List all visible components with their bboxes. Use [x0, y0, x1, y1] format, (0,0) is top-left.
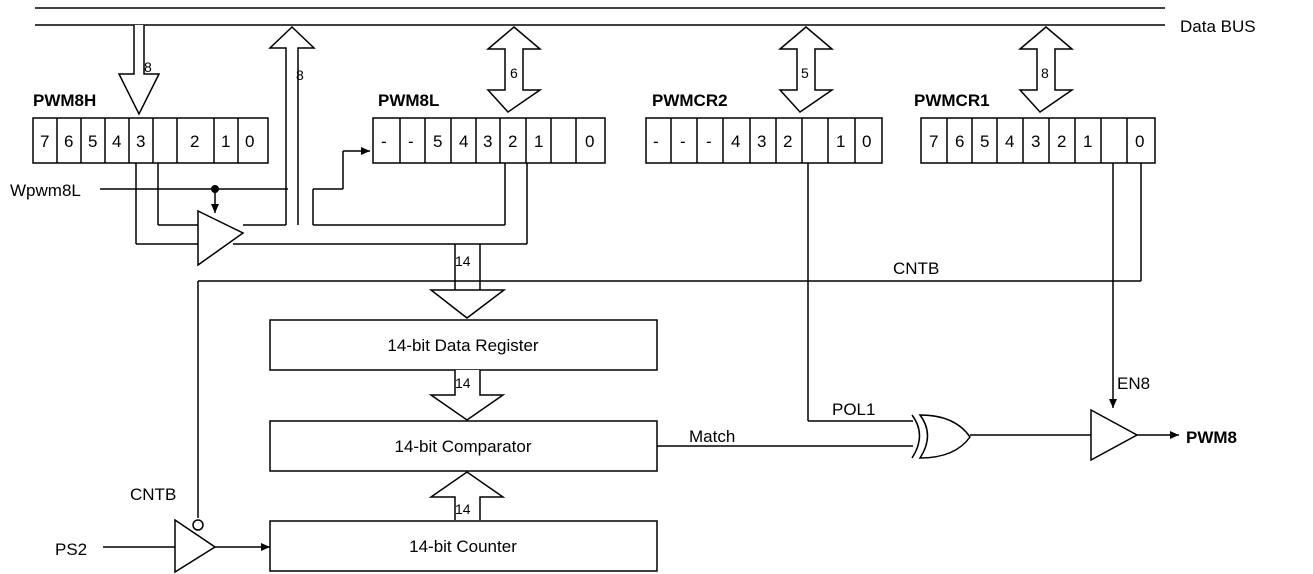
pwmcr2-bit: 1	[836, 132, 845, 151]
ps2-label: PS2	[55, 540, 87, 559]
pwm8l-title: PWM8L	[378, 91, 439, 110]
pwm8h-bit: 0	[245, 132, 254, 151]
comparator-label: 14-bit Comparator	[394, 437, 531, 456]
pwm8l-bit: -	[408, 132, 414, 151]
pwmcr1-bit: 6	[955, 132, 964, 151]
pwm8l-bit: 2	[508, 132, 517, 151]
pwmcr1-bit: 2	[1057, 132, 1066, 151]
pwm8l-width: 6	[510, 65, 518, 81]
pwm8h-bit: 5	[88, 132, 97, 151]
wpwm8l-label: Wpwm8L	[10, 181, 81, 200]
data-bus-label: Data BUS	[1180, 17, 1256, 36]
pwmcr2-bit: 0	[862, 132, 871, 151]
pwmcr1-bus-arrow	[1017, 26, 1075, 113]
pwm8h-bit: 7	[40, 132, 49, 151]
en8-label: EN8	[1117, 374, 1150, 393]
pwm8l-register: - - 5 4 3 2 1 0	[372, 117, 606, 164]
pwmcr2-bit: 2	[783, 132, 792, 151]
pwm8h-bit: 2	[190, 132, 199, 151]
reg-to-comparator-arrow	[428, 370, 506, 421]
pwmcr1-bit: 0	[1135, 132, 1144, 151]
pwmcr2-bus-arrow	[777, 26, 835, 113]
pwm8h-bit: 4	[112, 132, 121, 151]
pwmcr1-register: 7 6 5 4 3 2 1 0	[920, 117, 1156, 164]
ps2-buffer	[174, 518, 217, 574]
pwmcr2-bit: -	[653, 132, 659, 151]
pwmcr1-bit: 7	[929, 132, 938, 151]
wiring	[100, 147, 1179, 551]
pwm8l-bit: 4	[459, 132, 468, 151]
pwm8h-register: 7 6 5 4 3 2 1 0	[32, 117, 269, 164]
pwm8l-bit: 1	[534, 132, 543, 151]
output-buffer	[1090, 408, 1139, 462]
counter-block	[269, 520, 658, 572]
pwm8h-input-bus-arrow	[117, 25, 161, 116]
pwm8l-bit: -	[381, 132, 387, 151]
pwmcr2-width: 5	[801, 65, 809, 81]
pwmcr1-bit: 3	[1031, 132, 1040, 151]
counter-to-comp-width: 14	[455, 501, 471, 517]
pwm8l-bus-arrow	[485, 26, 543, 113]
pwmcr1-title: PWMCR1	[914, 91, 990, 110]
pwmcr2-bit: 3	[757, 132, 766, 151]
pwmcr2-bit: -	[680, 132, 686, 151]
counter-label: 14-bit Counter	[409, 537, 517, 556]
pwmcr2-title: PWMCR2	[652, 91, 728, 110]
counter-to-comparator-arrow	[428, 471, 506, 520]
pwm8h-bit: 3	[136, 132, 145, 151]
pwm8h-bit: 6	[64, 132, 73, 151]
cntb-inversion-bubble	[192, 519, 204, 531]
pwm8l-bit: 5	[433, 132, 442, 151]
pwm8h-output-bus-arrow	[268, 25, 316, 225]
pwm8h-in-width: 8	[144, 59, 152, 75]
data-register-label: 14-bit Data Register	[387, 336, 539, 355]
pwmcr2-bit: -	[706, 132, 712, 151]
pwmcr1-bit: 5	[980, 132, 989, 151]
pwmcr1-bit: 4	[1005, 132, 1014, 151]
pwm8l-bit: 3	[483, 132, 492, 151]
match-label: Match	[689, 427, 735, 446]
cntb-top-label: CNTB	[893, 259, 939, 278]
cntb-left-label: CNTB	[130, 485, 176, 504]
to-data-reg-width: 14	[455, 253, 471, 269]
pwmcr2-register: - - - 4 3 2 1 0	[645, 117, 883, 164]
pwmcr1-width: 8	[1041, 65, 1049, 81]
xor-gate	[918, 414, 971, 459]
pwm8h-out-width: 8	[296, 67, 304, 83]
data-register-block	[269, 319, 658, 371]
pwmcr2-bit: 4	[731, 132, 740, 151]
pwm8-output-label: PWM8	[1186, 428, 1237, 447]
pol1-label: POL1	[832, 400, 875, 419]
pwm8h-bit: 1	[221, 132, 230, 151]
tristate-buffer	[197, 209, 245, 267]
comparator-block	[269, 420, 658, 472]
reg-to-comp-width: 14	[455, 375, 471, 391]
data-reg-input-arrow	[428, 289, 507, 319]
pwmcr1-bit: 1	[1083, 132, 1092, 151]
pwm8h-title: PWM8H	[33, 91, 96, 110]
pwm8l-bit: 0	[585, 132, 594, 151]
xor-gate-back	[911, 414, 921, 459]
